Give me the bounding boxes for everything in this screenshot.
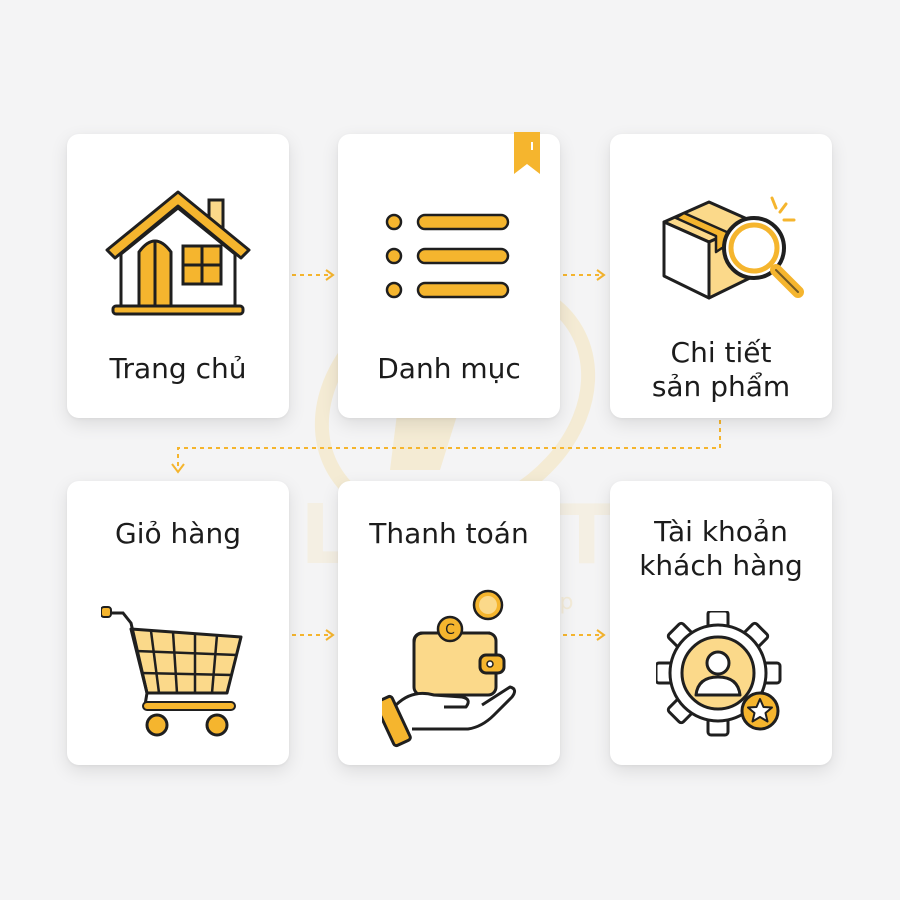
step-card-account[interactable]: Tài khoản khách hàng [610,481,832,765]
step-card-category[interactable]: Danh mục [338,132,560,418]
list-icon [385,213,510,299]
step-card-payment[interactable]: Thanh toán C [338,481,560,765]
step-label-line: sản phẩm [651,370,791,403]
arrow-payment-to-account [563,629,606,641]
wallet-hand-coin-icon: C [382,589,517,748]
house-icon [105,190,251,316]
box-magnifier-icon [662,196,804,300]
arrow-category-to-detail [563,269,606,281]
arrow-detail-to-cart [171,420,721,474]
step-card-home[interactable]: Trang chủ [67,134,289,418]
step-label-payment: Thanh toán [369,517,529,550]
step-label-product-detail: Chi tiết sản phẩm [610,336,832,404]
shopping-cart-icon [101,606,243,737]
user-gear-star-icon [656,611,782,737]
step-label-line: khách hàng [639,549,803,582]
bookmark-icon [514,132,540,174]
step-label-account: Tài khoản khách hàng [610,515,832,583]
step-label-line: Chi tiết [670,336,772,369]
step-label-home: Trang chủ [109,352,247,385]
step-label-cart: Giỏ hàng [115,517,241,550]
step-card-product-detail[interactable]: Chi tiết sản phẩm [610,134,832,418]
step-card-cart[interactable]: Giỏ hàng [67,481,289,765]
step-label-category: Danh mục [377,352,521,385]
svg-text:C: C [445,622,455,638]
arrow-cart-to-payment [292,629,335,641]
step-label-line: Tài khoản [654,515,788,548]
arrow-home-to-category [292,269,335,281]
